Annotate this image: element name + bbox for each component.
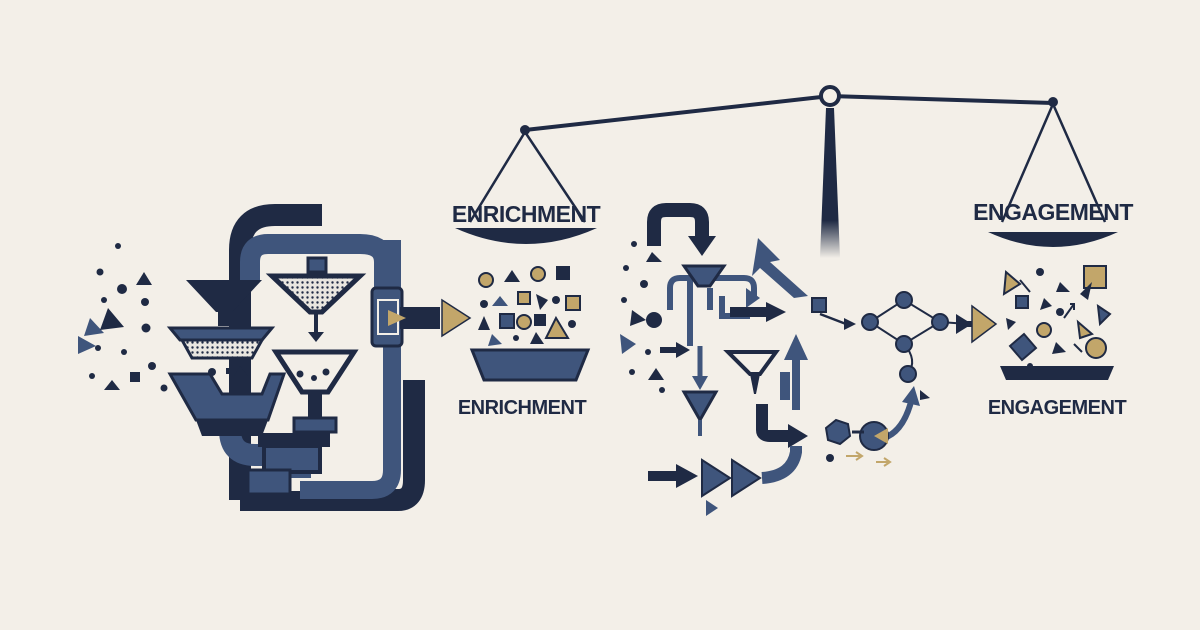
big-arrow-top	[752, 238, 808, 298]
sieve-tray	[166, 326, 276, 342]
process-network	[620, 203, 856, 516]
input-particles	[78, 243, 168, 392]
funnel-goblet	[271, 349, 359, 395]
left-hanger-knob	[520, 125, 530, 135]
engagement-bowl-contents	[1002, 265, 1112, 369]
scale-pole	[820, 108, 840, 258]
hook-arrow	[647, 203, 709, 246]
right-scale-pan	[988, 232, 1118, 247]
enrichment-bowl-contents	[478, 266, 581, 346]
output-arrow	[441, 298, 472, 338]
right-hanger-strings	[1000, 103, 1107, 223]
left-hanger-strings	[468, 131, 587, 223]
balance-scale	[455, 85, 1118, 258]
sieve-bowl	[265, 273, 367, 315]
scale-pivot	[819, 85, 841, 107]
right-pan-label: ENGAGEMENT	[973, 199, 1133, 225]
funnel-top-left	[186, 280, 262, 312]
lower-hopper	[167, 372, 287, 422]
scale-beam	[523, 93, 1055, 132]
node-network	[824, 291, 998, 467]
curved-flow	[756, 404, 792, 442]
left-bowl-label: ENRICHMENT	[458, 397, 587, 419]
engagement-bowl	[1000, 265, 1114, 380]
funnel-middle	[723, 350, 780, 376]
hexagon-node	[824, 418, 852, 446]
enrichment-bowl	[469, 266, 591, 382]
left-pan-label: ENRICHMENT	[452, 201, 601, 227]
right-hanger-knob	[1048, 97, 1058, 107]
gold-arrow-right	[971, 304, 998, 344]
left-scale-pan	[455, 228, 597, 244]
right-pipe	[300, 240, 401, 499]
right-bowl-label: ENGAGEMENT	[988, 397, 1127, 419]
outer-pipe	[229, 204, 322, 500]
filtration-machine	[166, 204, 472, 512]
top-pipe	[240, 234, 394, 300]
